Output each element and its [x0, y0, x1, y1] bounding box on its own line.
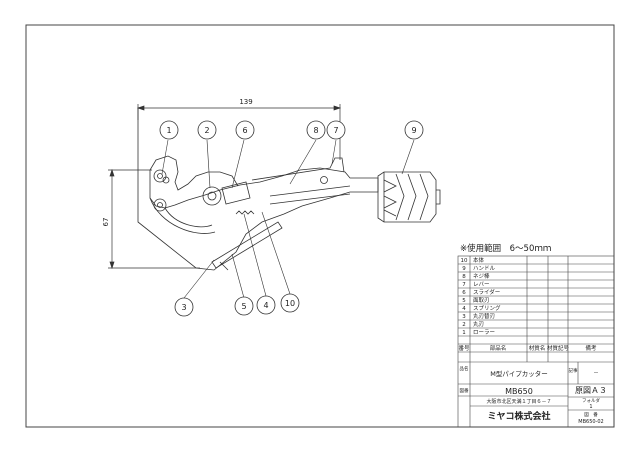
balloon-label: 5: [241, 302, 246, 311]
balloon-label: 10: [285, 299, 295, 308]
part-name: 丸刃替刃: [473, 312, 495, 320]
balloon-4: [256, 295, 276, 315]
leader-lines: [161, 139, 415, 299]
product-label: 品名: [460, 365, 469, 372]
header-material-code: 材質記号: [547, 344, 570, 352]
remark-label: 記事: [569, 367, 578, 374]
part-no: 4: [462, 306, 466, 312]
pipe-cutter-drawing: [137, 108, 441, 271]
balloon-label: 4: [263, 301, 268, 310]
part-no: 5: [462, 298, 466, 304]
header-remarks: 備考: [585, 344, 597, 352]
part-no: 1: [462, 330, 466, 336]
balloon-label: 6: [242, 126, 247, 135]
balloon-1: [159, 120, 179, 140]
company-name: ミヤコ株式会社: [487, 410, 550, 422]
balloon-2: [197, 120, 217, 140]
part-no: 8: [462, 274, 466, 280]
part-no: 3: [462, 314, 466, 320]
part-name: レバー: [473, 281, 490, 288]
header-no: 番号: [458, 345, 470, 352]
dimensions: [108, 104, 342, 270]
part-name: ネジ棒: [473, 272, 490, 280]
balloon-label: 9: [411, 126, 416, 135]
header-name: 部品名: [490, 344, 507, 352]
drawing-no-label: 図番: [460, 387, 469, 394]
part-name: 本体: [473, 256, 485, 264]
dwg-value: MB650-02: [578, 419, 603, 425]
company-address: 大阪市北区天満１丁目６－７: [486, 398, 551, 405]
part-no: 10: [461, 258, 468, 264]
balloon-5: [234, 296, 254, 316]
dimension-width: 139: [239, 98, 252, 106]
part-no: 6: [462, 290, 466, 296]
part-no: 9: [462, 266, 466, 272]
balloon-3: [174, 297, 194, 317]
balloon-6: [235, 120, 255, 140]
folder-value: 1: [589, 404, 592, 410]
sheet-frame: [25, 24, 615, 428]
part-no: 7: [462, 282, 466, 288]
header-material-name: 材質名: [529, 344, 546, 352]
balloon-label: 2: [204, 126, 209, 135]
part-name: スプリング: [473, 304, 501, 312]
folder-label: フォルダ: [582, 397, 600, 404]
original-size: 原図Ａ３: [575, 386, 607, 395]
product-name: M型パイプカッター: [490, 369, 548, 378]
cutter-body: [137, 108, 379, 271]
title-block: [457, 255, 615, 428]
balloon-7: [326, 120, 346, 140]
balloons: [159, 120, 424, 317]
balloon-label: 7: [333, 126, 338, 135]
part-name: スライダー: [473, 288, 500, 296]
balloon-label: 1: [166, 126, 171, 135]
part-name: ハンドル: [473, 266, 496, 272]
balloon-8: [306, 120, 326, 140]
balloon-label: 3: [181, 303, 186, 312]
balloon-10: [280, 293, 300, 313]
part-no: 2: [462, 322, 466, 328]
balloon-label: 8: [313, 126, 318, 135]
drawing-no: MB650: [505, 387, 533, 396]
remark-value: －: [593, 371, 599, 377]
part-name: 面取刃: [473, 297, 490, 304]
dimension-height: 67: [102, 218, 110, 227]
usage-range: ※使用範囲 6～50ｍｍ: [460, 243, 551, 254]
dwg-label: 図 番: [584, 411, 598, 418]
part-name: 丸刃: [473, 320, 484, 328]
part-name: ローラー: [473, 329, 495, 336]
balloon-9: [404, 120, 424, 140]
